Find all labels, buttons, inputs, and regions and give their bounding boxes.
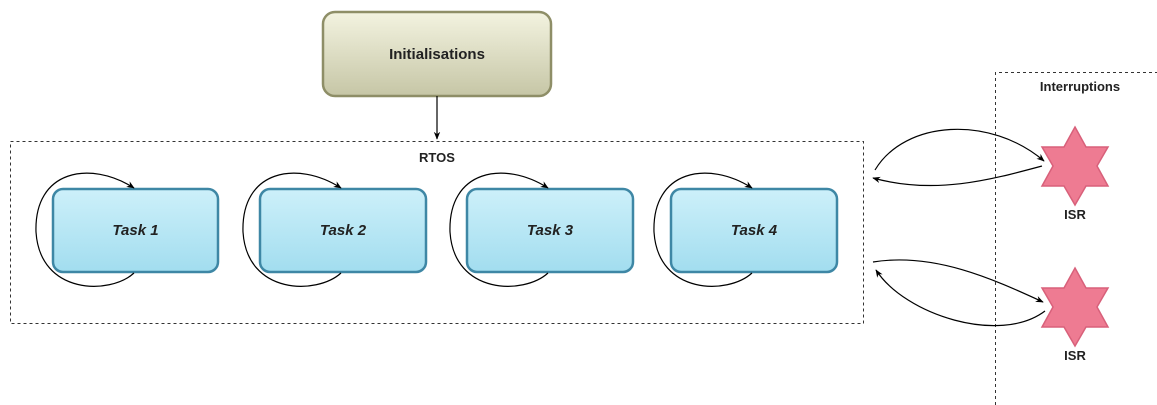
task-3-loop-arrow [449, 172, 549, 287]
task-2-loop-arrow [242, 172, 342, 287]
isr-1-label: ISR [1064, 207, 1086, 222]
task-4-box [669, 187, 839, 274]
isr-1-to-rtos-arrow [872, 165, 1043, 187]
interruptions-group-label: Interruptions [1039, 79, 1121, 94]
rtos-group-border [10, 141, 864, 324]
isr-2-label: ISR [1064, 348, 1086, 363]
isr-1-star-shape [1040, 125, 1110, 207]
rtos-to-isr-2-arrow [872, 259, 1044, 303]
rtos-group-label: RTOS [419, 150, 455, 165]
isr-2-star-shape [1040, 266, 1110, 348]
task-3-box [465, 187, 635, 274]
task-4-loop-arrow [653, 172, 753, 287]
init-node-box [321, 10, 553, 98]
rtos-to-isr-1-arrow [874, 128, 1045, 171]
task-2-box [258, 187, 428, 274]
isr-2-to-rtos-arrow [875, 269, 1046, 327]
task-1-loop-arrow [35, 172, 135, 287]
interruptions-group-border [995, 72, 1157, 405]
task-1-box [51, 187, 220, 274]
